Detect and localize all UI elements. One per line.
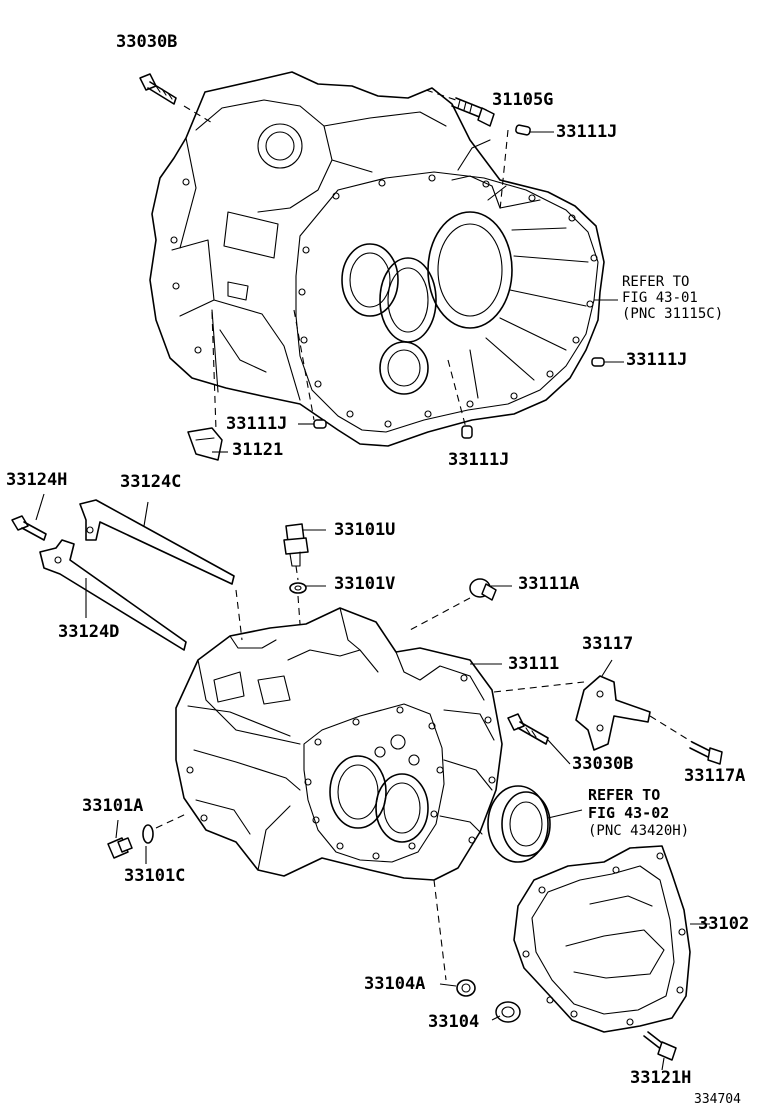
label-33124D: 33124D [58,622,120,642]
label-33104A: 33104A [364,974,426,994]
label-33111J-c: 33111J [226,414,288,434]
plug-33111A [469,578,497,601]
washer-33101V [289,582,307,594]
seal-31121 [187,427,223,461]
label-33121H: 33121H [630,1068,692,1088]
label-33101V: 33101V [334,574,396,594]
leader-lines-bottom [439,923,710,1071]
label-33030B-mid: 33030B [572,754,634,774]
transaxle-housing-drawing [149,71,605,447]
ref1-line3: (PNC 31115C) [622,306,724,322]
ref1-line1: REFER TO [622,274,690,290]
ref-fig-43-01: REFER TO FIG 43-01 (PNC 31115C) [622,274,723,322]
ref-fig-43-02: REFER TO FIG 43-02 (PNC 43420H) [588,786,689,840]
gasket-33101C [142,824,154,844]
label-33111J-d: 33111J [448,450,510,470]
ref2-line2: FIG 43-02 [588,804,670,822]
bolt-33124H [11,515,47,541]
pin-33111J-b [591,357,605,367]
label-33104: 33104 [428,1012,480,1032]
bolt-33121H [643,1031,677,1061]
label-31105G: 31105G [492,90,554,110]
leader-lines-stiffener [35,493,243,641]
pin-33111J-a [515,124,531,136]
breather-33101U [283,523,309,567]
pin-33111J-c [313,419,327,429]
leader-lines-top [183,89,624,453]
plug-33101A [107,837,133,859]
bolt-33030B-top [139,73,177,105]
stiffener-plate-33124D [39,539,187,651]
label-33117A: 33117A [684,766,746,786]
bolt-33030B-mid [507,713,549,745]
bolt-33117A [689,741,723,765]
figure-number: 334704 [694,1092,741,1107]
ref2-line3: (PNC 43420H) [588,823,690,839]
label-33111: 33111 [508,654,560,674]
pin-33111J-d [461,425,473,439]
oil-seal-fig-43-02 [487,785,551,863]
label-33101C: 33101C [124,866,186,886]
label-33030B-top: 33030B [116,32,178,52]
label-33124C: 33124C [120,472,182,492]
label-33117: 33117 [582,634,634,654]
label-31121: 31121 [232,440,284,460]
label-33101U: 33101U [334,520,396,540]
label-33101A: 33101A [82,796,144,816]
stud-31105G [451,97,495,127]
label-33111J-b: 33111J [626,350,688,370]
washer-33104A [456,979,476,997]
ref1-line2: FIG 43-01 [622,290,698,306]
case-cover-drawing [513,845,691,1033]
stiffener-plate-33124C [79,499,235,585]
label-33102: 33102 [698,914,750,934]
label-33111J-a: 33111J [556,122,618,142]
plug-33104 [495,1001,521,1023]
label-33124H: 33124H [6,470,68,490]
ref2-line1: REFER TO [588,786,661,804]
transmission-case-drawing [175,607,503,881]
leader-lines-middle [115,529,693,981]
label-33111A: 33111A [518,574,580,594]
bracket-33117 [575,675,651,751]
